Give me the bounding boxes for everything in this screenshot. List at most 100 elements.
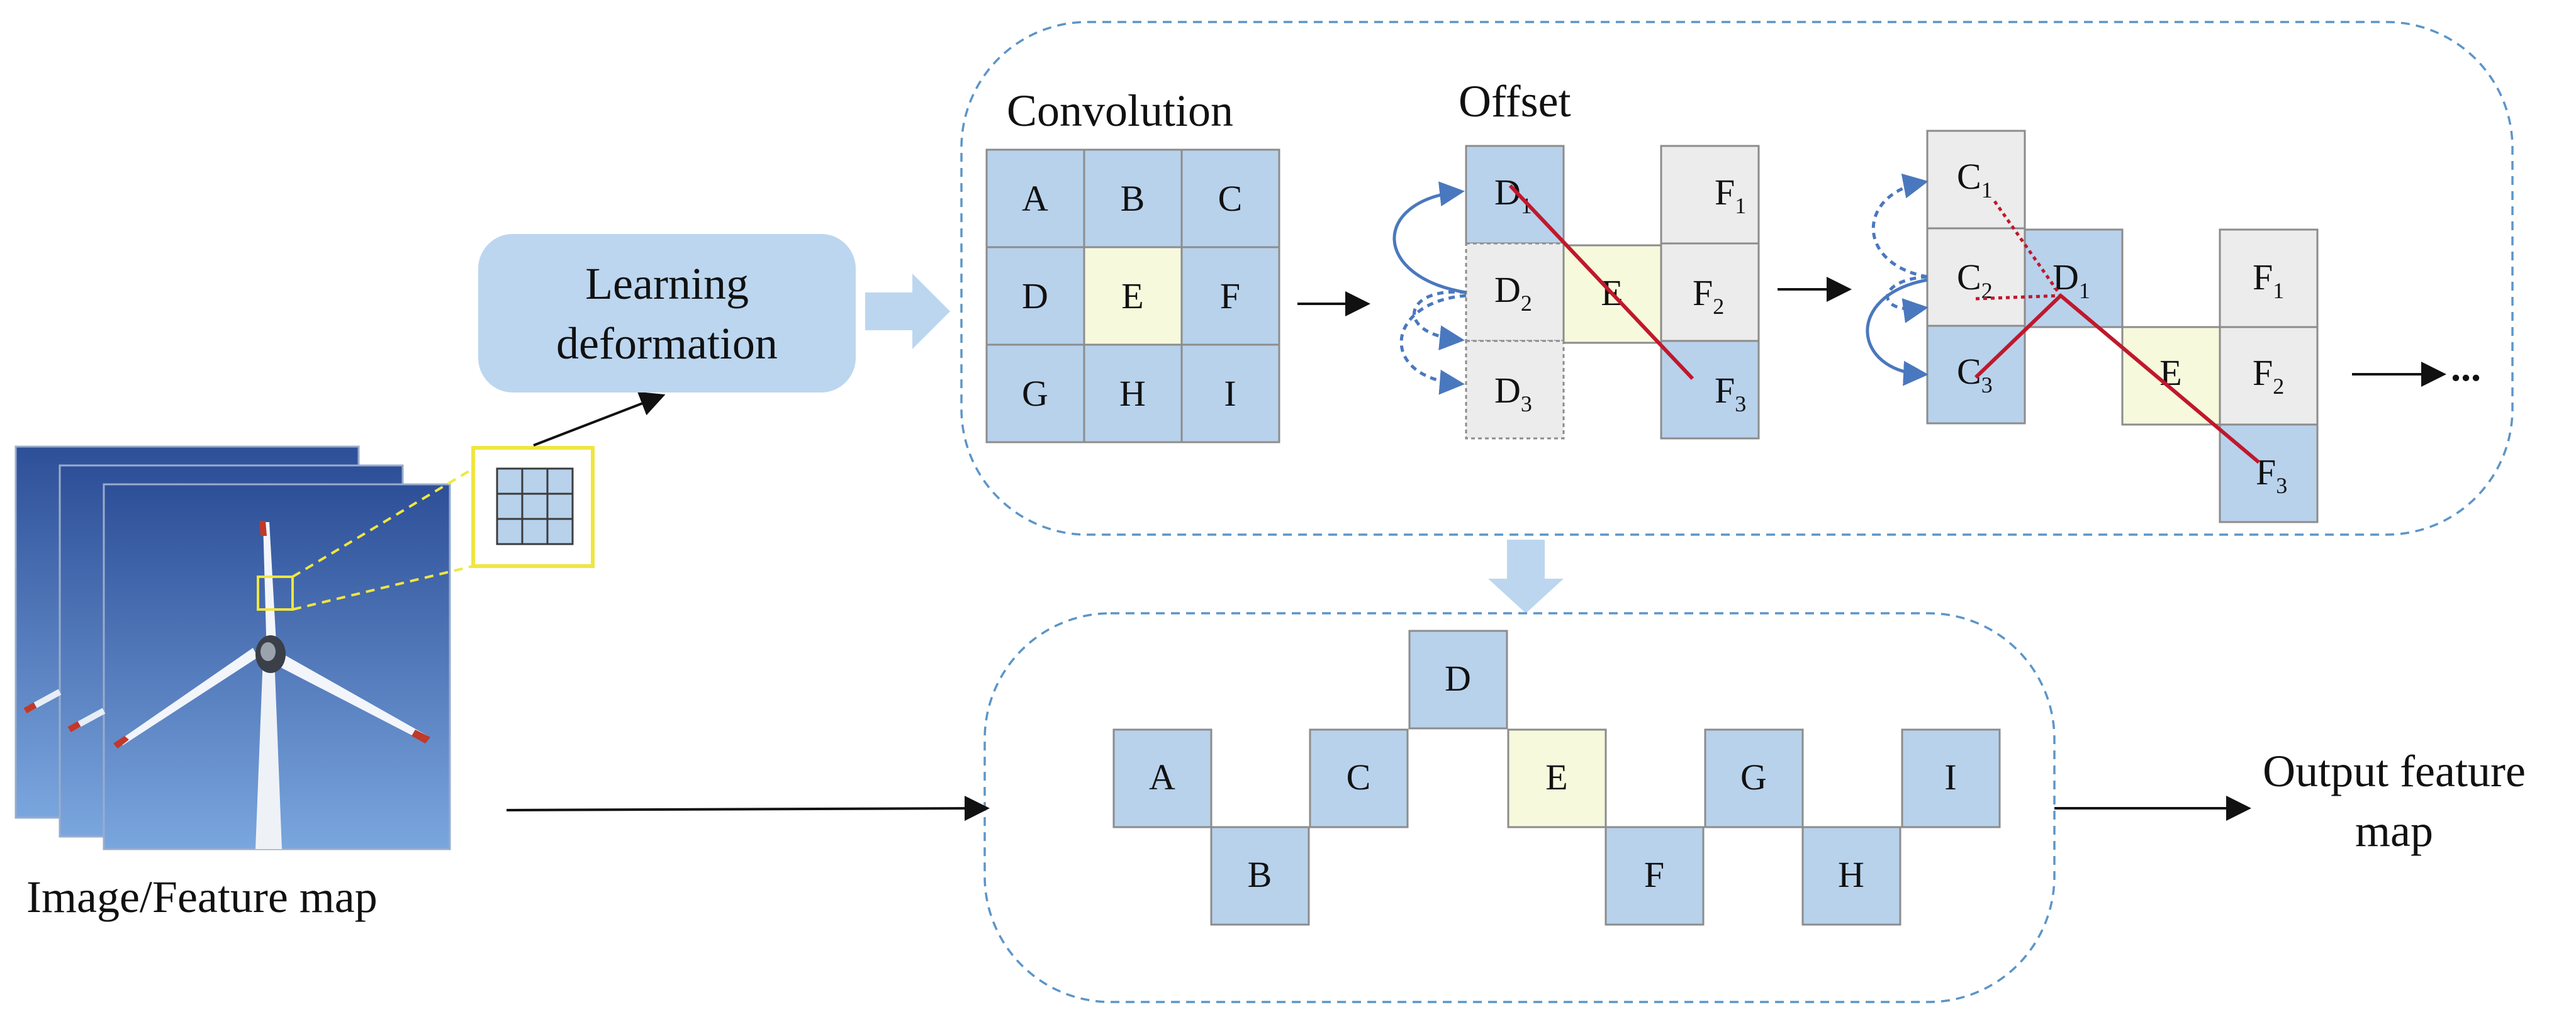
- conv-cell-b: [1083, 148, 1183, 248]
- out-label-g: G: [1740, 757, 1767, 798]
- out-label-i: I: [1944, 757, 1956, 798]
- offset2-red-line-c3: [1974, 294, 2063, 379]
- out-cell-f: [1604, 826, 1705, 926]
- svg-text:F3: F3: [1715, 370, 1746, 416]
- offset2-label-c3: C: [1957, 351, 1981, 392]
- offset2-sub-f2: 2: [2273, 374, 2284, 399]
- out-label-d: D: [1445, 658, 1471, 699]
- offset1-label-f3: F: [1715, 370, 1735, 411]
- offset1-cell-f2: [1660, 242, 1760, 342]
- offset1-sub-d3: 3: [1521, 391, 1532, 416]
- out-cell-d: [1408, 630, 1508, 730]
- learning-deformation-box: Learning deformation: [478, 234, 856, 392]
- out-cell-c: [1309, 728, 1409, 828]
- top-process-panel: [960, 21, 2514, 536]
- offset1-cell-f1: [1660, 145, 1760, 245]
- offset2-cell-c2: [1926, 227, 2026, 327]
- arrow-to-learning-deformation: [533, 391, 666, 447]
- offset1-sub-f3: 3: [1735, 391, 1746, 416]
- conv-cell-e: [1083, 246, 1183, 346]
- offset2-label-f2: F: [2253, 352, 2273, 393]
- offset1-label-d3: D: [1494, 370, 1521, 411]
- offset2-label-f1: F: [2253, 257, 2273, 298]
- offset1-curve-solid: [1392, 181, 1467, 294]
- offset2-sub-c3: 3: [1981, 372, 1993, 398]
- offset2-red-line-main: [2059, 294, 2260, 464]
- conv-cell-h: [1083, 343, 1183, 443]
- offset1-sub-f2: 2: [1713, 294, 1724, 319]
- offset-title: Offset: [1459, 76, 1571, 126]
- out-label-e: E: [1545, 757, 1567, 798]
- out-cell-i: [1901, 728, 2001, 828]
- offset2-cell-f3: [2219, 423, 2319, 523]
- svg-text:F3: F3: [2256, 452, 2287, 498]
- output-feature-map-line1: Output feature: [2263, 746, 2526, 796]
- offset2-sub-d1: 1: [2079, 278, 2090, 303]
- offset2-cell-c1: [1926, 130, 2026, 230]
- conv-cell-c: [1180, 148, 1280, 248]
- offset1-curve-dashed-b: [1399, 294, 1467, 395]
- convolution-title: Convolution: [1007, 86, 1233, 136]
- offset1-label-f2: F: [1693, 272, 1713, 313]
- offset1-sub-f1: 1: [1735, 193, 1746, 218]
- offset-stage-2: C1 C2 C3 D1 E F1 F2 F3: [1866, 130, 2319, 523]
- out-label-f: F: [1644, 854, 1664, 895]
- offset2-cell-f2: [2219, 326, 2319, 426]
- out-label-a: A: [1149, 757, 1175, 798]
- out-label-c: C: [1347, 757, 1371, 798]
- svg-text:D2: D2: [1494, 269, 1532, 316]
- continuation-ellipsis: ...: [2451, 345, 2481, 389]
- out-cell-e: [1507, 728, 1607, 828]
- receptive-field-highlight: [257, 576, 294, 611]
- offset2-red-dotted-c2: [1975, 294, 2061, 301]
- svg-text:F2: F2: [2253, 352, 2284, 399]
- conv-label-e: E: [1121, 275, 1143, 316]
- offset1-sub-d2: 2: [1521, 291, 1532, 316]
- offset1-label-d2: D: [1494, 269, 1521, 310]
- offset2-sub-c2: 2: [1981, 278, 1993, 303]
- svg-text:F2: F2: [1693, 272, 1724, 319]
- offset1-red-line: [1508, 184, 1694, 381]
- output-sampling-cells: A B C D E F G H I: [1112, 630, 2001, 926]
- svg-text:C2: C2: [1957, 257, 1993, 303]
- wind-turbine-icon: [113, 521, 430, 849]
- offset1-curve-dashed-a: [1413, 290, 1467, 350]
- offset2-curve-solid: [1866, 278, 1929, 386]
- learning-deformation-line1: Learning: [585, 259, 749, 309]
- out-cell-a: [1112, 728, 1212, 828]
- out-cell-h: [1801, 826, 1901, 926]
- out-cell-g: [1704, 728, 1804, 828]
- convolution-grid: A B C D E F G H I: [985, 148, 1280, 443]
- arrow-image-to-sampling: [506, 796, 990, 821]
- svg-text:F1: F1: [2253, 257, 2284, 303]
- offset2-label-f3: F: [2256, 452, 2276, 493]
- connector-arrow-right: [865, 274, 950, 349]
- image-feature-map-stack: Image/Feature map: [14, 445, 595, 922]
- conv-label-f: F: [1220, 275, 1240, 316]
- offset2-sub-f3: 3: [2276, 473, 2287, 498]
- offset2-sub-c1: 1: [1981, 177, 1993, 203]
- output-feature-map-line2: map: [2355, 806, 2433, 856]
- conv-cell-i: [1180, 343, 1280, 443]
- offset2-label-c1: C: [1957, 156, 1981, 197]
- connector-arrow-down: [1488, 540, 1564, 613]
- out-label-b: B: [1248, 854, 1272, 895]
- conv-label-c: C: [1218, 178, 1243, 219]
- conv-label-b: B: [1121, 178, 1145, 219]
- offset2-cell-e: [2121, 326, 2221, 426]
- learning-deformation-line2: deformation: [556, 318, 778, 369]
- out-label-h: H: [1838, 854, 1864, 895]
- conv-cell-f: [1180, 246, 1280, 346]
- offset-stage-1: D1 D2 D3 E F1 F2 F3: [1392, 145, 1760, 440]
- conv-label-d: D: [1022, 275, 1048, 316]
- offset2-cell-d1: [2024, 228, 2124, 328]
- offset1-cell-d3: [1465, 340, 1565, 440]
- conv-cell-g: [985, 343, 1085, 443]
- svg-text:C3: C3: [1957, 351, 1993, 398]
- out-cell-b: [1210, 826, 1310, 926]
- offset1-cell-f3: [1660, 340, 1760, 440]
- conv-label-a: A: [1022, 178, 1048, 219]
- conv-label-g: G: [1022, 373, 1048, 414]
- offset2-cell-f1: [2219, 228, 2319, 328]
